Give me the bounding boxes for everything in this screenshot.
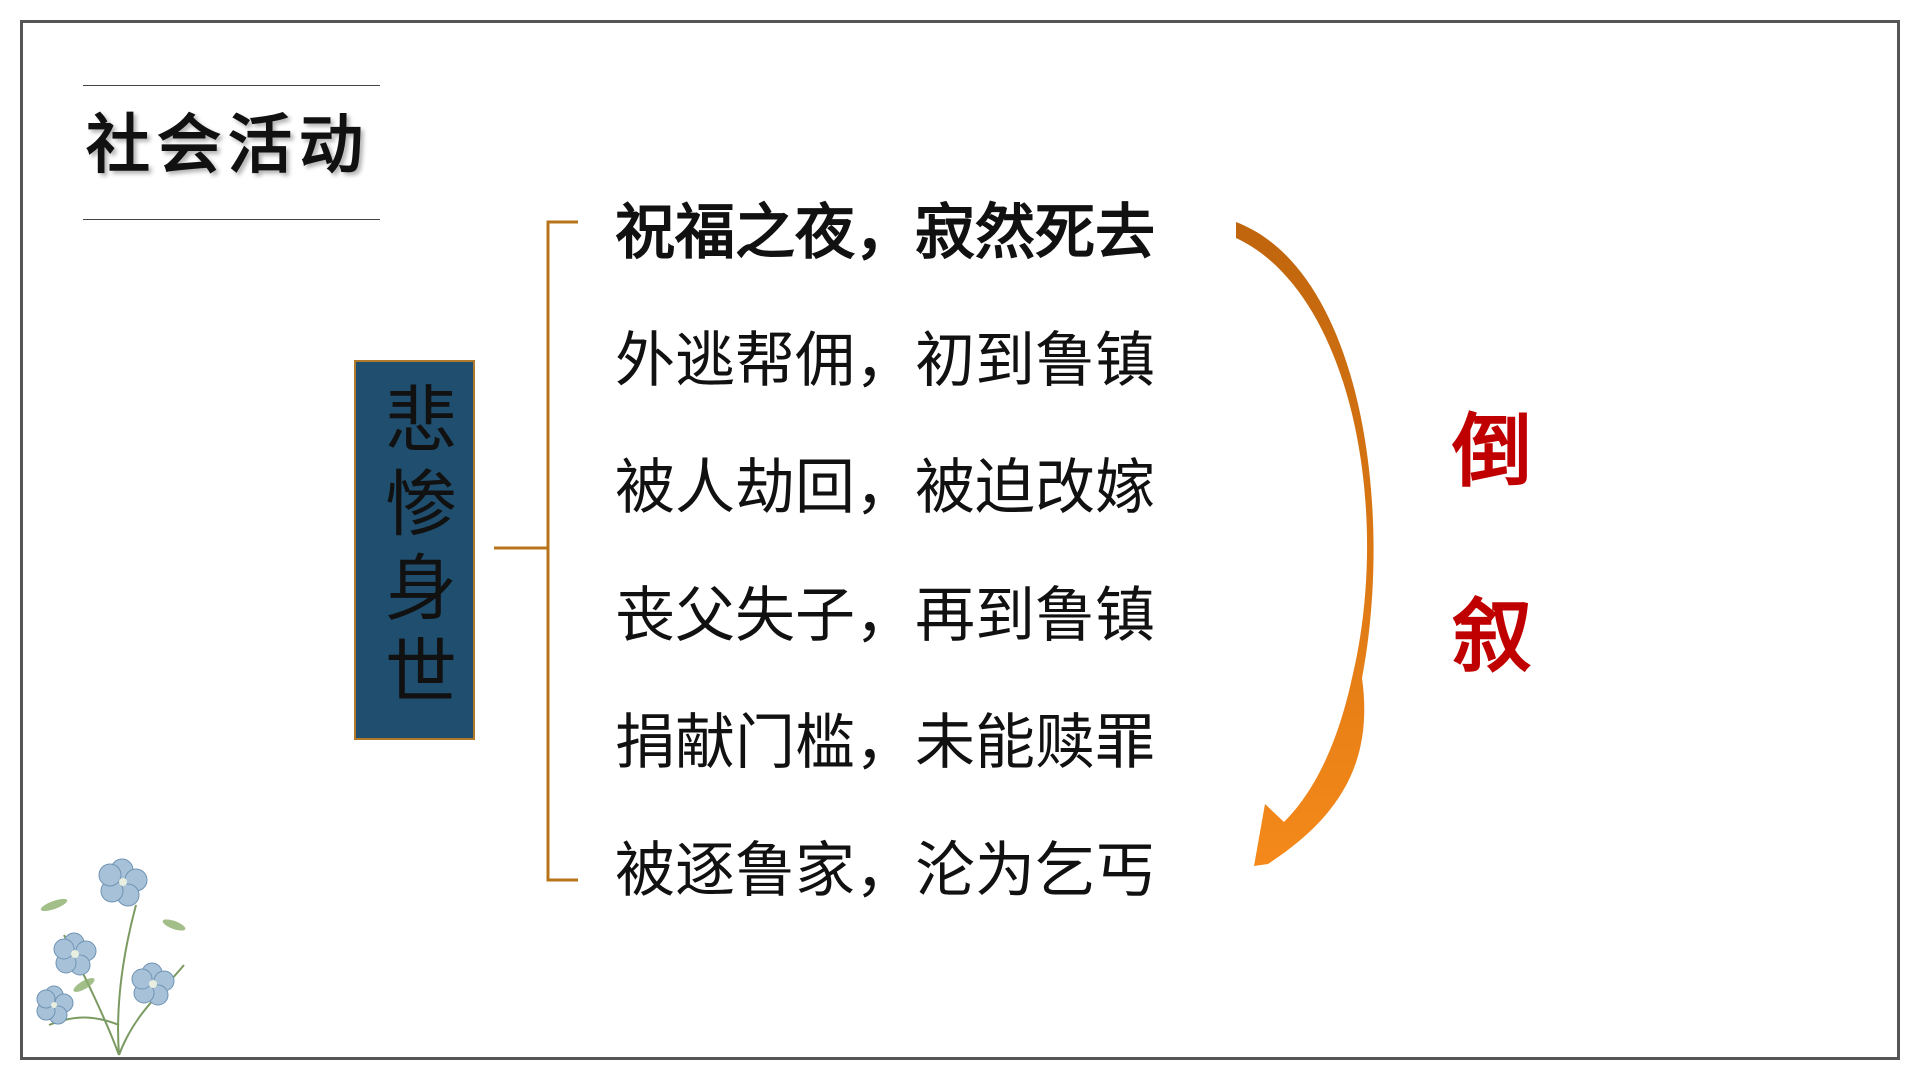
title-rule-top — [83, 85, 380, 86]
topic-label: 悲惨身世 — [372, 382, 457, 718]
flower-illustration-icon — [36, 858, 186, 1056]
title-rule-bottom — [83, 219, 380, 220]
narration-order-char-1: 倒 — [1452, 405, 1532, 498]
event-item-1: 祝福之夜，寂然死去 — [615, 198, 1155, 268]
event-list: 祝福之夜，寂然死去 外逃帮佣，初到鲁镇 被人劫回，被迫改嫁 丧父失子，再到鲁镇 … — [615, 198, 1175, 963]
event-item-4: 丧父失子，再到鲁镇 — [615, 580, 1155, 651]
page-title: 社会活动 — [86, 109, 370, 183]
event-item-6: 被逐鲁家，沦为乞丐 — [615, 835, 1155, 906]
event-item-2: 外逃帮佣，初到鲁镇 — [615, 325, 1155, 396]
event-item-5: 捐献门槛，未能赎罪 — [615, 708, 1155, 778]
event-item-3: 被人劫回，被迫改嫁 — [615, 453, 1155, 523]
topic-box: 悲惨身世 — [354, 360, 475, 740]
slide-frame — [20, 20, 1900, 1060]
narration-order-char-2: 叙 — [1452, 590, 1532, 683]
